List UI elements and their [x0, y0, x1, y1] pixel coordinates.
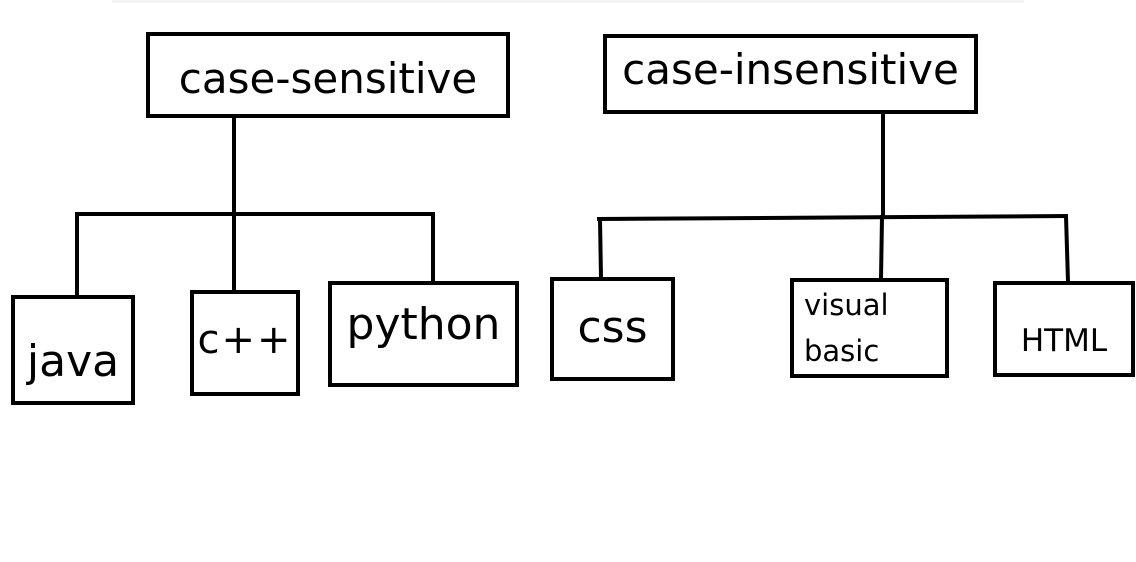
node-label: visual basic: [804, 287, 889, 368]
node-label: case-insensitive: [622, 44, 959, 94]
node-visual-basic: visual basic: [790, 278, 949, 378]
node-label: case-sensitive: [178, 53, 478, 103]
connector-css-drop: [597, 216, 604, 281]
connector-case-insensitive-bar: [596, 213, 1069, 222]
node-label: css: [577, 301, 648, 353]
node-label: c++: [197, 317, 293, 363]
top-border-strip: [112, 0, 1024, 3]
node-java: java: [11, 295, 135, 405]
node-label: python: [346, 298, 501, 350]
connector-visual-basic-drop: [878, 214, 885, 282]
node-cpp: c++: [190, 290, 300, 396]
node-python: python: [328, 281, 519, 387]
node-label: java: [26, 335, 120, 387]
node-css: css: [550, 277, 675, 381]
node-html: HTML: [993, 281, 1135, 377]
node-case-sensitive: case-sensitive: [146, 32, 510, 118]
node-case-insensitive: case-insensitive: [603, 34, 978, 114]
connector-html-drop: [1063, 213, 1071, 285]
node-label: HTML: [1020, 323, 1108, 359]
